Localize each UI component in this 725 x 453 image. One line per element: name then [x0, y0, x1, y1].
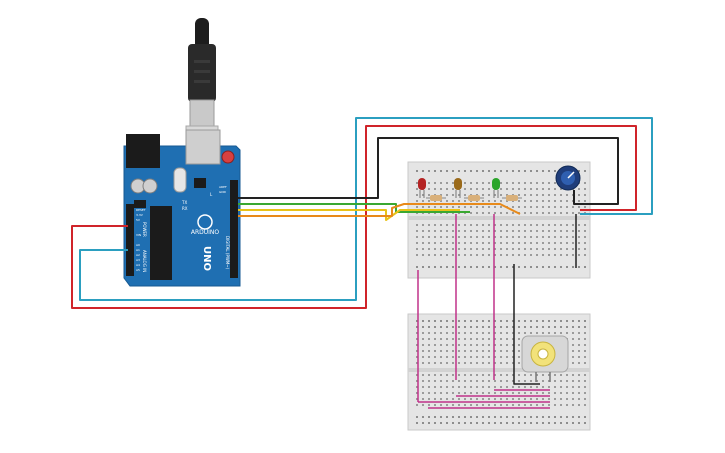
- arduino-uno-board: ARDUINO UNO DIGITAL (PWM~) POWER ANALOG …: [123, 129, 241, 287]
- reset-button: [221, 150, 235, 164]
- resistor-1-icon: [426, 195, 446, 201]
- wires: [71, 117, 653, 409]
- aref-label: AREF: [219, 185, 227, 189]
- v5-label: 5V: [136, 218, 141, 222]
- arduino-logo: [197, 214, 213, 230]
- wire-orange: [238, 203, 521, 217]
- power-label: POWER: [142, 222, 147, 237]
- wire-black-pot: [238, 137, 619, 205]
- l-label: L: [210, 192, 213, 197]
- a1-label: A1: [136, 248, 140, 252]
- potentiometer-icon: [555, 165, 581, 191]
- v33-label: 3.3V: [136, 213, 144, 217]
- usb-socket: [185, 129, 221, 165]
- model-label: UNO: [201, 246, 212, 271]
- analog-label: ANALOG IN: [142, 250, 147, 272]
- a3-label: A3: [136, 258, 140, 262]
- dc-motor-icon: [521, 335, 569, 382]
- a5-label: A5: [136, 268, 140, 272]
- a4-label: A4: [136, 263, 140, 267]
- led-red-icon: [418, 178, 426, 198]
- digital-header: [230, 180, 238, 278]
- rx-label: RX: [182, 206, 188, 211]
- reset-pin-label: RESET: [136, 208, 146, 212]
- atmega-chip: [150, 206, 172, 280]
- wire-yellow: [238, 209, 460, 221]
- digital-label: DIGITAL (PWM~): [225, 236, 230, 270]
- gnd-label: GND: [219, 190, 227, 194]
- a2-label: A2: [136, 253, 140, 257]
- resistor-3-icon: [502, 195, 522, 201]
- power-header: [126, 204, 134, 276]
- resistor-2-icon: [464, 195, 484, 201]
- tx-label: TX: [181, 200, 187, 205]
- wire-black-motor-2: [513, 264, 540, 385]
- led-green-icon: [492, 178, 500, 198]
- led-yellow-icon: [454, 178, 462, 198]
- a0-label: A0: [136, 243, 140, 247]
- wire-green: [238, 203, 470, 213]
- brand-label: ARDUINO: [191, 229, 220, 236]
- vin-label: VIN: [136, 233, 141, 237]
- power-jack: [126, 134, 160, 168]
